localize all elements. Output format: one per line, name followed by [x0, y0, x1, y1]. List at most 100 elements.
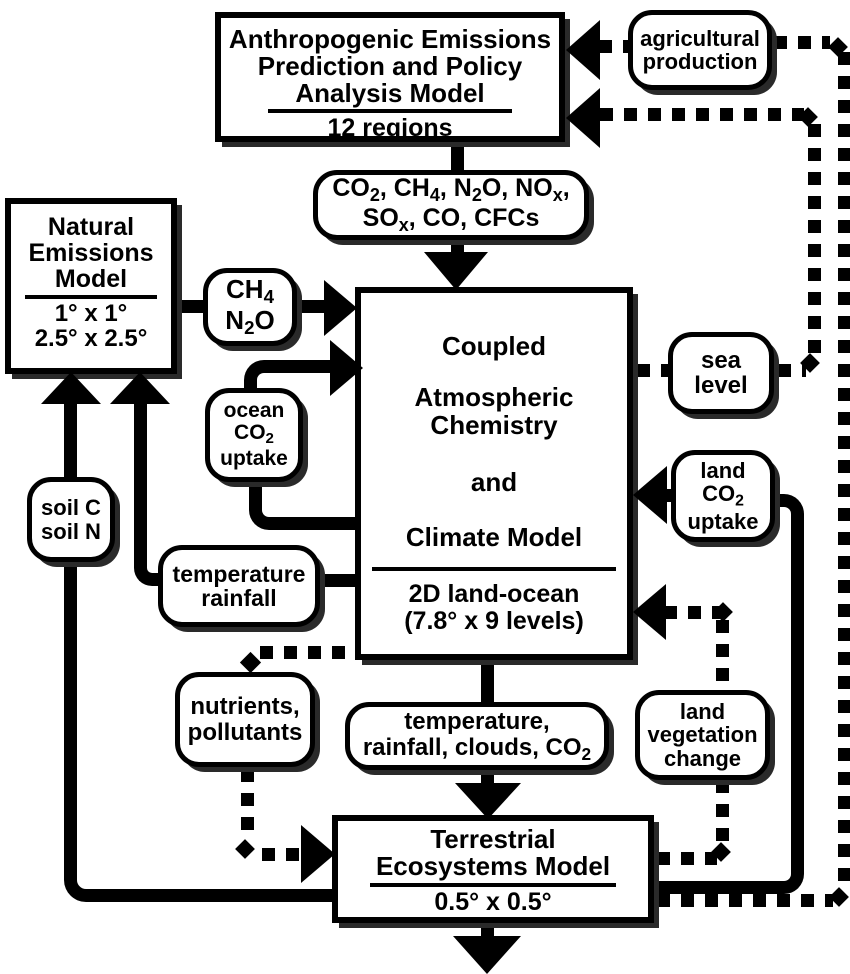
connector-landco2-vertical: [791, 540, 804, 870]
node-text-line: Atmospheric: [414, 382, 574, 413]
node-text-line: temperature,: [404, 708, 550, 736]
node-text-line: Terrestrial: [430, 824, 556, 854]
connector-aeppa-to-gases: [451, 140, 464, 174]
node-text-line: N2O: [225, 305, 275, 339]
node-temperature-rainfall-clouds-co2: temperature, rainfall, clouds, CO2: [345, 702, 609, 770]
node-text-line: uptake: [220, 446, 288, 470]
dotted-agri-to-aeppa: [599, 40, 633, 53]
arrowhead-up-into-nem-soil: [41, 372, 101, 404]
node-detail: 0.5° x 0.5°: [434, 887, 552, 916]
node-text-line: pollutants: [187, 718, 303, 746]
divider-line: [370, 882, 616, 887]
arrowhead-right-into-coupled-ch4: [324, 280, 357, 336]
node-text-line: uptake: [687, 509, 759, 535]
arrowhead-down-tem-output: [453, 936, 521, 974]
arrowhead-left-into-aeppa-agri: [566, 20, 600, 80]
node-natural-emissions-model: Natural Emissions Model 1° x 1° 2.5° x 2…: [5, 198, 177, 374]
node-temperature-rainfall: temperature rainfall: [158, 545, 320, 627]
node-detail: (7.8° x 9 levels): [404, 606, 584, 635]
arrowhead-down-into-tem: [455, 783, 521, 819]
node-text-line: Prediction and Policy: [257, 51, 523, 82]
node-text-line: CH4: [226, 274, 274, 308]
node-text-line: vegetation: [647, 722, 758, 748]
node-text-line: Chemistry: [430, 409, 558, 440]
dotted-landveg-top: [716, 620, 729, 692]
node-ocean-co2-uptake: ocean CO2 uptake: [205, 388, 303, 482]
node-text-line: soil C: [41, 495, 101, 521]
dotted-sealevel-to-aeppa: [600, 108, 804, 121]
node-text-line: Analysis Model: [295, 78, 485, 109]
dotted-tem-to-landveg: [657, 852, 717, 865]
dotted-coupled-to-sealevel: [637, 364, 669, 377]
connector-temprain-to-nem: [134, 396, 162, 586]
node-text-line: Emissions: [28, 239, 154, 267]
node-text-line: SOx, CO, CFCs: [362, 204, 540, 236]
node-text-line: and: [470, 466, 518, 497]
arrowhead-down-into-coupled: [424, 252, 488, 290]
node-land-vegetation-change: land vegetation change: [635, 690, 770, 780]
node-text-line: Ecosystems Model: [375, 851, 611, 882]
node-text-line: CO2, CH4, N2O, NOx,: [332, 174, 570, 206]
dotted-landveg-to-coupled: [664, 606, 720, 619]
node-detail: 1° x 1°: [54, 300, 128, 327]
node-text-line: CO2: [702, 480, 744, 510]
node-text-line: Climate Model: [405, 522, 583, 553]
arrowhead-right-into-coupled-ocean: [330, 340, 363, 396]
node-text-line: Anthropogenic Emissions: [228, 24, 552, 54]
connector-landco2-right-top: [770, 494, 804, 548]
node-text-line: Model: [54, 265, 128, 293]
node-text-line: rainfall: [201, 585, 277, 611]
node-text-line: change: [663, 745, 742, 771]
arrowhead-left-into-aeppa-sealevel: [566, 88, 600, 148]
node-terrestrial-ecosystems-model: Terrestrial Ecosystems Model 0.5° x 0.5°: [332, 815, 654, 923]
dotted-outer-loop-vertical: [838, 52, 850, 890]
dotted-outer-loop-to-tem: [657, 894, 833, 907]
node-text-line: temperature: [172, 560, 306, 587]
node-text-line: Natural: [47, 213, 135, 241]
node-text-line: soil N: [41, 518, 101, 544]
node-text-line: sea: [700, 346, 742, 374]
arrowhead-left-into-coupled-landco2: [633, 466, 667, 524]
divider-line: [25, 295, 157, 299]
dotted-nutrients-to-tem: [262, 848, 304, 861]
divider-line: [268, 109, 512, 114]
node-detail: 2D land-ocean: [408, 580, 580, 609]
divider-line: [372, 567, 616, 572]
arrowhead-right-into-tem-nutrients: [301, 825, 335, 883]
node-agricultural-production: agricultural production: [628, 10, 772, 90]
connector-ocean-bottom-loop: [249, 486, 357, 530]
node-coupled-atmospheric-chemistry-climate-model: Coupled Atmospheric Chemistry and Climat…: [355, 287, 633, 660]
node-text-line: agricultural: [640, 25, 760, 51]
node-text-line: Coupled: [442, 331, 546, 361]
node-text-line: production: [642, 49, 758, 74]
dotted-agri-to-outer: [774, 36, 830, 49]
dotted-landveg-bottom: [716, 780, 729, 846]
node-text-line: rainfall, clouds, CO2: [362, 733, 592, 764]
node-soil-c-soil-n: soil C soil N: [27, 477, 115, 562]
connector-coupled-to-temprain: [316, 574, 357, 587]
connector-ch4n2o-to-coupled: [293, 300, 331, 313]
dotted-sealevel-vertical: [808, 124, 821, 354]
arrowhead-left-into-coupled-landveg: [633, 584, 666, 640]
node-text-line: land: [700, 457, 746, 483]
node-text-line: ocean: [223, 399, 285, 423]
node-emitted-gases: CO2, CH4, N2O, NOx, SOx, CO, CFCs: [313, 170, 589, 240]
node-detail: 2.5° x 2.5°: [34, 324, 148, 352]
node-text-line: CO2: [234, 421, 274, 448]
dotted-sealevel-right: [778, 364, 806, 377]
node-text-line: level: [694, 372, 748, 399]
node-land-co2-uptake: land CO2 uptake: [671, 450, 775, 542]
node-detail: 12 regions: [327, 114, 453, 143]
dotted-coupled-to-nutrients: [260, 646, 356, 659]
connector-nem-to-ch4n2o: [173, 300, 205, 313]
node-nutrients-pollutants: nutrients, pollutants: [175, 672, 315, 767]
node-sea-level: sea level: [668, 332, 774, 414]
node-ch4-n2o: CH4 N2O: [203, 268, 297, 346]
dotted-nutrients-down: [241, 769, 254, 841]
node-anthropogenic-emissions-model: Anthropogenic Emissions Prediction and P…: [215, 12, 565, 142]
node-text-line: nutrients,: [190, 693, 300, 721]
connector-coupled-to-tempclouds: [481, 656, 494, 706]
connector-tem-to-landco2: [651, 846, 804, 894]
arrowhead-up-into-nem-temprain: [110, 372, 170, 404]
